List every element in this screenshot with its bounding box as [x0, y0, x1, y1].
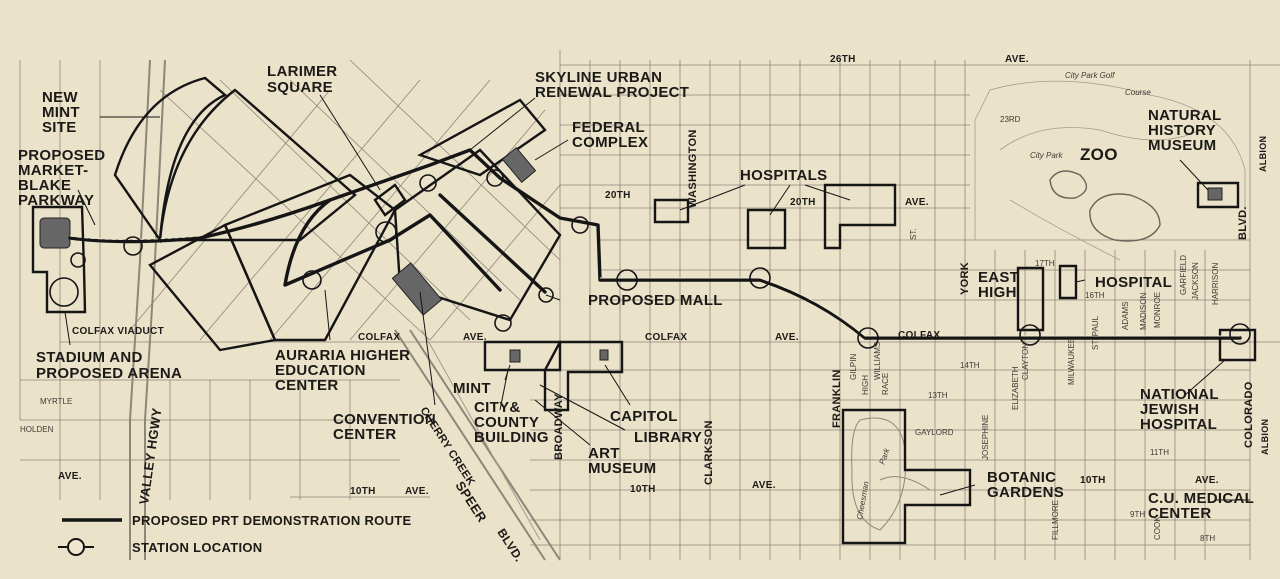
street-holden: HOLDEN: [20, 425, 54, 434]
street-10th-west-ave: AVE.: [405, 486, 429, 497]
label-proposed-mall: PROPOSED MALL: [588, 292, 723, 309]
street-gaylord: GAYLORD: [915, 428, 954, 437]
street-colfax-1: COLFAX: [358, 332, 400, 343]
label-capitol: CAPITOL: [610, 408, 678, 425]
label-library: LIBRARY: [634, 429, 702, 446]
street-14th: 14TH: [960, 361, 980, 370]
street-colfax-3: COLFAX: [898, 330, 940, 341]
street-20th: 20TH: [790, 197, 816, 208]
street-monroe: MONROE: [1153, 292, 1162, 328]
street-harrison: HARRISON: [1211, 263, 1220, 305]
street-adams: ADAMS: [1121, 302, 1130, 330]
street-blvd: BLVD.: [1237, 206, 1249, 240]
label-new-mint-site: NEW MINT SITE: [42, 89, 84, 136]
street-colfax-ave-2: AVE.: [775, 332, 799, 343]
street-franklin: FRANKLIN: [831, 369, 843, 428]
street-colorado: COLORADO: [1243, 381, 1255, 448]
street-st-label: ST.: [909, 228, 918, 240]
street-10th: 10TH: [630, 484, 656, 495]
label-art-museum: ART MUSEUM: [588, 445, 656, 477]
label-market-blake-parkway: PROPOSED MARKET- BLAKE PARKWAY: [18, 147, 110, 209]
street-broadway: BROADWAY: [553, 393, 565, 460]
label-hospital: HOSPITAL: [1095, 274, 1172, 291]
street-myrtle: MYRTLE: [40, 397, 72, 406]
street-26th: 26TH: [830, 54, 856, 65]
prt-route: [68, 148, 1242, 340]
district-outlines: [31, 76, 1257, 545]
street-williams: WILLIAMS: [873, 342, 882, 380]
legend-route-label: PROPOSED PRT DEMONSTRATION ROUTE: [132, 513, 412, 528]
street-13th: 13TH: [928, 391, 948, 400]
street-10th-east-ave: AVE.: [1195, 475, 1219, 486]
label-zoo: ZOO: [1080, 145, 1118, 164]
street-23rd: 23RD: [1000, 115, 1021, 124]
label-stadium-arena: STADIUM AND PROPOSED ARENA: [36, 349, 182, 382]
legend-station-swatch: [67, 538, 85, 556]
street-10th-east: 10TH: [1080, 475, 1106, 486]
park-course: Course: [1125, 88, 1151, 97]
map-labels: NEW MINT SITE PROPOSED MARKET- BLAKE PAR…: [18, 63, 1258, 522]
label-federal-complex: FEDERAL COMPLEX: [572, 119, 649, 151]
street-st-paul: ST. PAUL: [1091, 315, 1100, 350]
street-20th-west: 20TH: [605, 190, 631, 201]
label-skyline: SKYLINE URBAN RENEWAL PROJECT: [535, 69, 689, 101]
street-grid: [19, 50, 1280, 561]
street-8th: 8TH: [1200, 534, 1215, 543]
street-madison: MADISON: [1139, 292, 1148, 330]
label-east-high: EAST HIGH: [978, 269, 1024, 301]
label-cu-medical-center: C.U. MEDICAL CENTER: [1148, 490, 1258, 522]
legend-station-label: STATION LOCATION: [132, 540, 262, 555]
legend: PROPOSED PRT DEMONSTRATION ROUTE STATION…: [58, 513, 412, 556]
label-botanic-gardens: BOTANIC GARDENS: [987, 469, 1064, 501]
street-york: YORK: [959, 262, 971, 295]
street-10th-west: 10TH: [350, 486, 376, 497]
street-fillmore: FILLMORE: [1051, 500, 1060, 540]
label-city-county-building: CITY& COUNTY BUILDING: [474, 399, 549, 446]
street-clayton: CLAYTON: [1021, 343, 1030, 380]
label-convention-center: CONVENTION CENTER: [333, 411, 440, 443]
label-natural-history-museum: NATURAL HISTORY MUSEUM: [1148, 107, 1226, 154]
station-markers: [49, 169, 1251, 349]
street-20th-ave: AVE.: [905, 197, 929, 208]
street-9th: 9TH: [1130, 510, 1145, 519]
street-gilpin: GILPIN: [849, 354, 858, 380]
label-national-jewish-hospital: NATIONAL JEWISH HOSPITAL: [1140, 386, 1223, 433]
street-colfax-2: COLFAX: [645, 332, 687, 343]
street-garfield: GARFIELD: [1179, 255, 1188, 295]
street-cook: COOK: [1153, 516, 1162, 540]
label-larimer-square: LARIMER SQUARE: [267, 63, 342, 96]
street-elizabeth: ELIZABETH: [1011, 366, 1020, 410]
buildings: [39, 147, 1223, 363]
street-labels: 26TH AVE. 23RD 20TH AVE. 20TH 17TH 16TH …: [20, 54, 1270, 564]
street-16th: 16TH: [1085, 291, 1105, 300]
street-josephine: JOSEPHINE: [981, 415, 990, 460]
street-ave-west: AVE.: [58, 471, 82, 482]
street-colfax-viaduct: COLFAX VIADUCT: [72, 326, 164, 337]
street-race: RACE: [881, 373, 890, 395]
city-park: [974, 80, 1246, 261]
street-clarkson: CLARKSON: [703, 420, 715, 485]
street-colfax-ave-1: AVE.: [463, 332, 487, 343]
cheesman-park: [851, 417, 931, 531]
street-10th-ave: AVE.: [752, 480, 776, 491]
street-17th: 17TH: [1035, 259, 1055, 268]
label-auraria: AURARIA HIGHER EDUCATION CENTER: [275, 347, 415, 394]
street-albion: ALBION: [1258, 136, 1268, 172]
label-hospitals: HOSPITALS: [740, 167, 827, 184]
street-albion-south: ALBION: [1260, 419, 1270, 455]
park-golf: City Park Golf: [1065, 71, 1115, 80]
street-jackson: JACKSON: [1191, 262, 1200, 300]
street-11th: 11TH: [1150, 448, 1169, 457]
park-city-park: City Park: [1030, 151, 1063, 160]
street-washington: WASHINGTON: [687, 129, 699, 208]
street-milwaukee: MILWAUKEE: [1067, 338, 1076, 385]
label-mint: MINT: [453, 380, 491, 397]
leader-lines: [64, 94, 1250, 501]
street-26th-ave: AVE.: [1005, 54, 1029, 65]
street-high: HIGH: [861, 375, 870, 395]
